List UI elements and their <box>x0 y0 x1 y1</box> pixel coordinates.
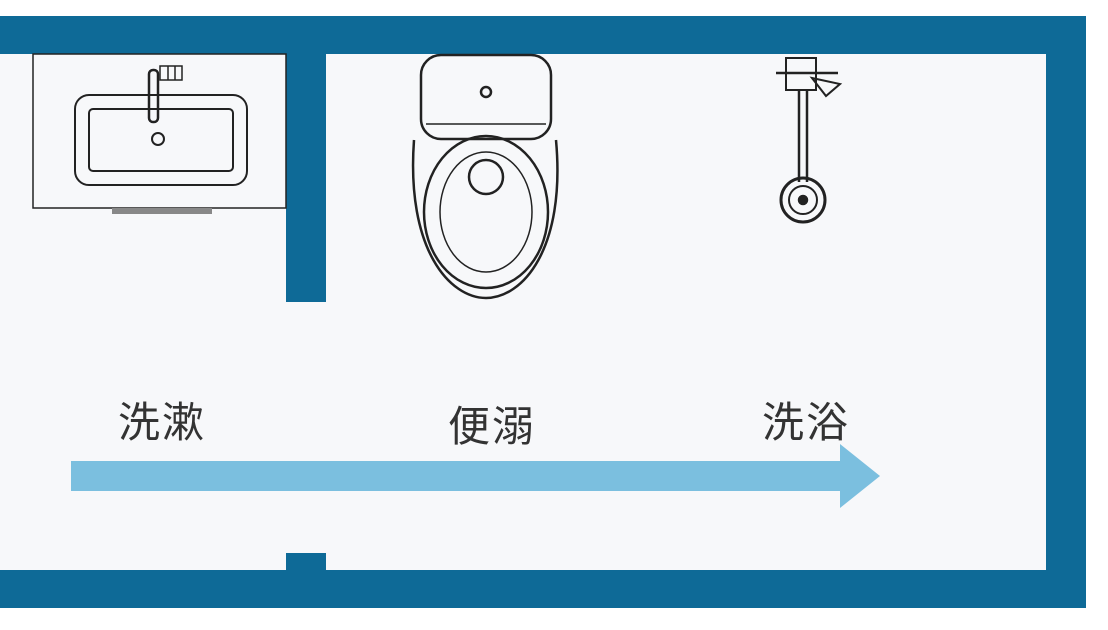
soap-dish <box>809 76 843 98</box>
flow-arrow-shaft <box>71 461 843 491</box>
sink-icon <box>32 53 287 214</box>
basin-inner <box>88 108 234 172</box>
toilet-bowl-inner <box>439 151 533 273</box>
shower-icon <box>776 57 843 224</box>
partition-upper <box>286 52 326 302</box>
partition-wall <box>286 52 326 573</box>
floor-area <box>0 52 1048 570</box>
flow-arrow-icon <box>71 444 880 508</box>
toilet-bowl-outer <box>411 139 559 300</box>
zone-label-wash: 洗漱 <box>118 398 207 447</box>
shower-head-inner <box>788 185 818 215</box>
flow-arrow-head <box>840 444 880 508</box>
top-wall <box>0 16 1086 54</box>
toilet-tank <box>419 53 553 141</box>
faucet-handle <box>159 65 183 81</box>
zone-label-toilet: 便溺 <box>448 402 537 451</box>
outer-walls <box>0 16 1086 608</box>
bottom-wall <box>0 570 1086 608</box>
toilet-icon <box>411 53 559 300</box>
zone-label-shower: 洗浴 <box>762 398 851 447</box>
shower-head-center <box>797 194 809 206</box>
shower-head-outer <box>779 176 827 224</box>
basin-outer <box>74 94 248 186</box>
faucet-spout <box>147 68 160 124</box>
right-wall <box>1046 16 1086 608</box>
drain <box>151 132 165 146</box>
flush-button <box>479 85 493 99</box>
toilet-drain <box>467 158 505 196</box>
partition-lower <box>286 553 326 573</box>
toilet-seat <box>422 134 550 290</box>
vanity-base-shadow <box>112 208 212 214</box>
